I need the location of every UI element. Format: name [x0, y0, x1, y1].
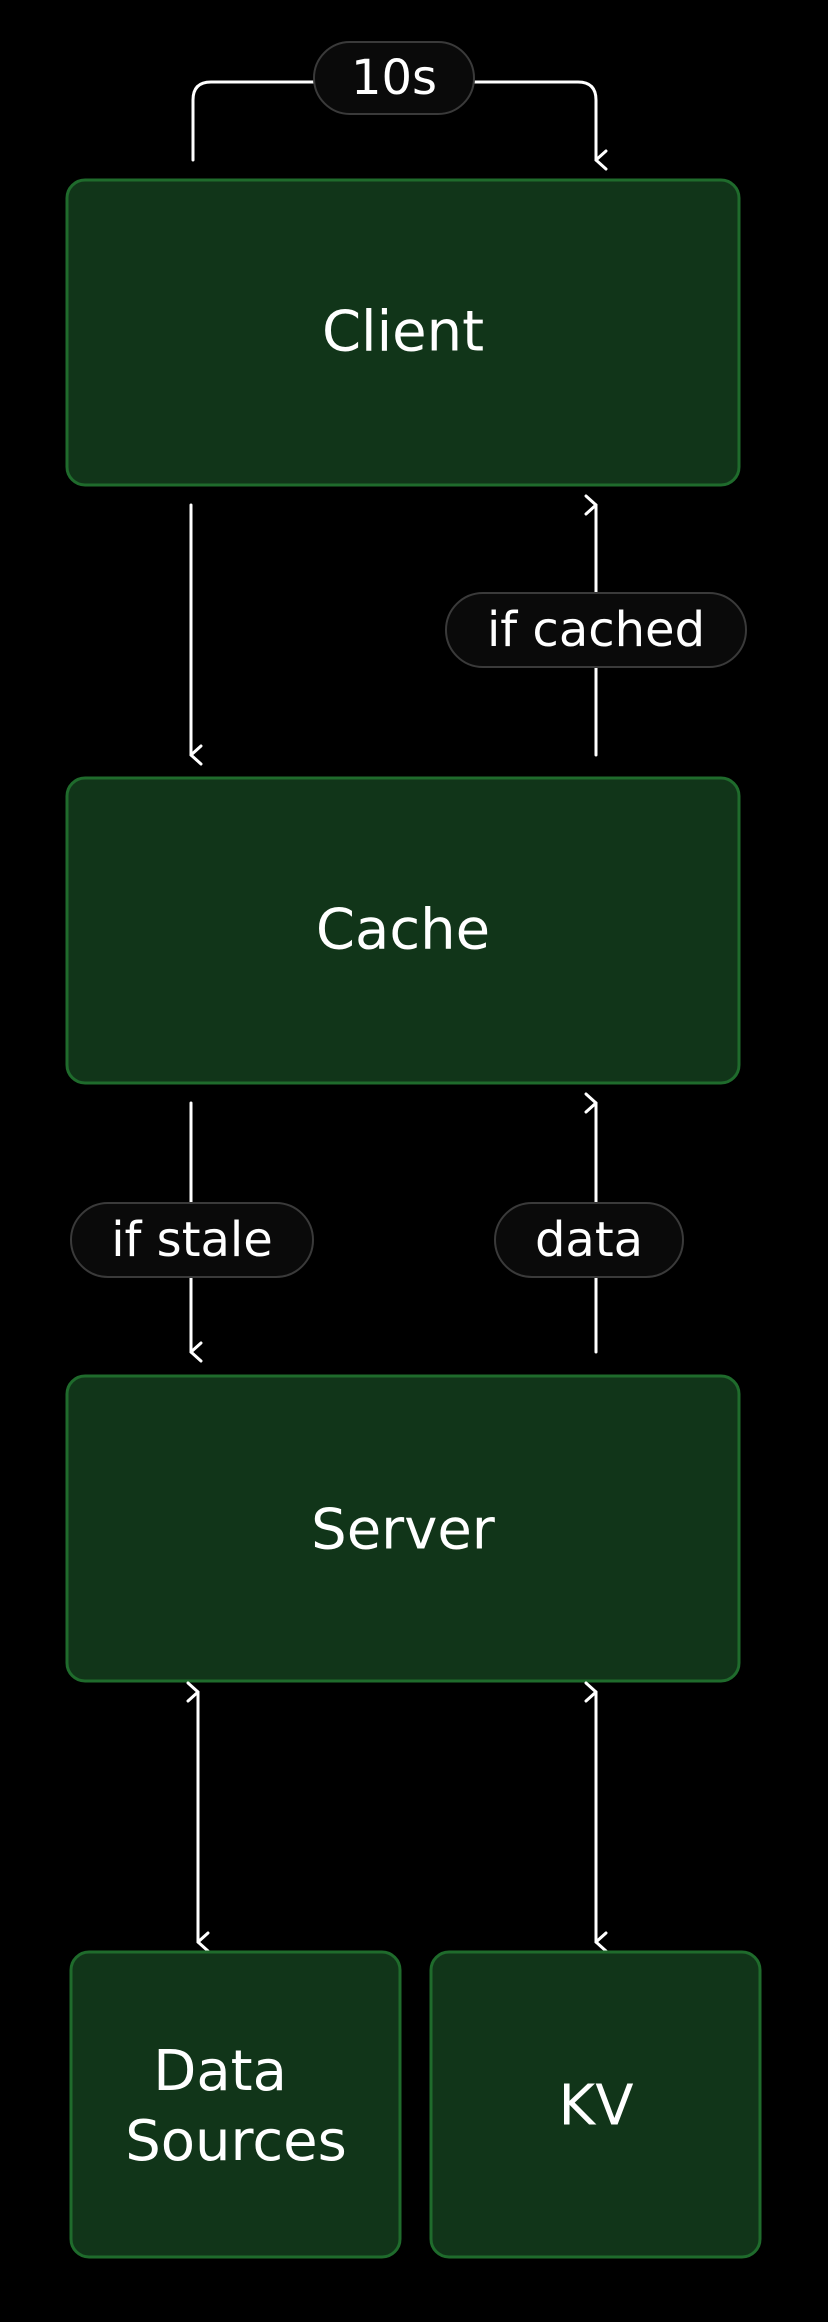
data-sources-node: Data Sources	[69, 1950, 402, 2259]
if-stale-label: if stale	[111, 1212, 273, 1268]
if-cached-label: if cached	[487, 602, 705, 658]
kv-node: KV	[429, 1950, 762, 2259]
server-label: Server	[311, 1498, 496, 1563]
cache-label: Cache	[316, 898, 490, 963]
revalidate-interval-label: 10s	[351, 50, 437, 106]
data-sources-label-line-2: Sources	[125, 2109, 347, 2174]
server-node: Server	[65, 1374, 741, 1683]
data-pill: data	[494, 1202, 684, 1278]
cache-node: Cache	[65, 776, 741, 1085]
if-cached-pill: if cached	[445, 592, 747, 668]
data-label: data	[535, 1212, 643, 1268]
revalidate-interval-pill: 10s	[313, 41, 475, 115]
data-sources-label-line-1: Data	[153, 2039, 287, 2104]
client-label: Client	[322, 300, 484, 365]
kv-label: KV	[558, 2074, 633, 2139]
if-stale-pill: if stale	[70, 1202, 314, 1278]
data-sources-label: Data Sources	[125, 2039, 347, 2174]
client-node: Client	[65, 178, 741, 487]
